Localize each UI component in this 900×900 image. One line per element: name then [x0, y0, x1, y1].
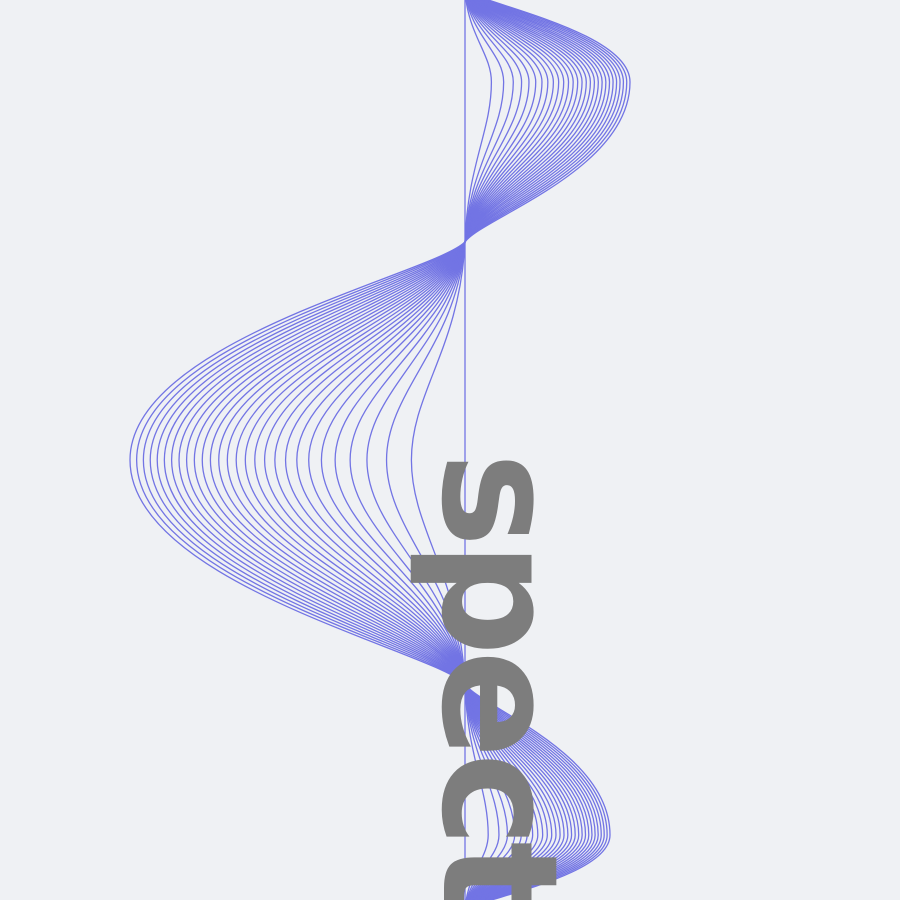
wave-line [235, 0, 579, 900]
wave-line [334, 0, 530, 900]
wave-line [244, 0, 574, 900]
wave-line [193, 0, 599, 900]
wave-line [254, 0, 570, 900]
wave-line [218, 0, 587, 900]
wave-line [149, 0, 621, 900]
wave-line [308, 0, 543, 900]
wave-line [201, 0, 596, 900]
wave-line [170, 0, 611, 900]
wave-line [320, 0, 537, 900]
wave-line [385, 0, 505, 900]
wave-line [410, 0, 493, 900]
wave-line [142, 0, 625, 900]
wave-line [226, 0, 583, 900]
wave-line [135, 0, 628, 900]
wave-line [185, 0, 603, 900]
wave-line [163, 0, 614, 900]
wave-line [366, 0, 514, 900]
wordmark-text: spect [406, 452, 593, 900]
wave-line [263, 0, 565, 900]
wave-line [284, 0, 555, 900]
wave-line [156, 0, 618, 900]
wave-line [296, 0, 549, 900]
wave-line [349, 0, 523, 900]
wave-line [209, 0, 592, 900]
wave-line [129, 0, 631, 900]
wave-line [178, 0, 607, 900]
wave-line [274, 0, 560, 900]
